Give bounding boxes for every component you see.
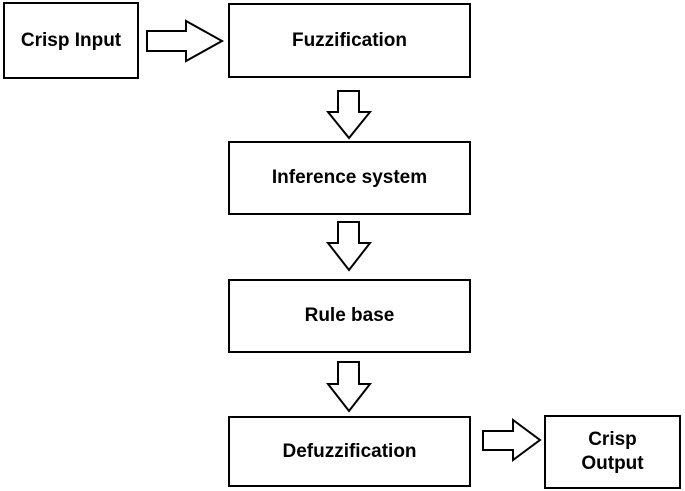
node-rule-base: Rule base [228,279,471,353]
edge-arrow-rulebase-to-defuzzification [325,361,373,413]
edge-arrow-fuzzification-to-inference [325,90,373,140]
edge-arrow-input-to-fuzzification [146,19,225,63]
node-defuzzification-label: Defuzzification [282,440,417,462]
node-inference-system: Inference system [228,141,471,215]
node-crisp-input-label: Crisp Input [20,29,122,51]
node-crisp-output-line1: Crisp [588,429,637,451]
node-defuzzification: Defuzzification [228,416,471,487]
node-crisp-output-line2: Output [581,453,644,474]
node-rule-base-label: Rule base [304,305,395,327]
node-crisp-output-label: Crisp Output [581,428,643,476]
node-inference-system-label: Inference system [271,167,428,189]
edge-arrow-inference-to-rulebase [325,221,373,272]
edge-arrow-defuzzification-to-output [482,418,542,462]
node-crisp-output: Crisp Output [544,415,681,489]
node-fuzzification-label: Fuzzification [291,29,408,51]
node-fuzzification: Fuzzification [228,3,471,78]
node-crisp-input: Crisp Input [3,2,139,79]
